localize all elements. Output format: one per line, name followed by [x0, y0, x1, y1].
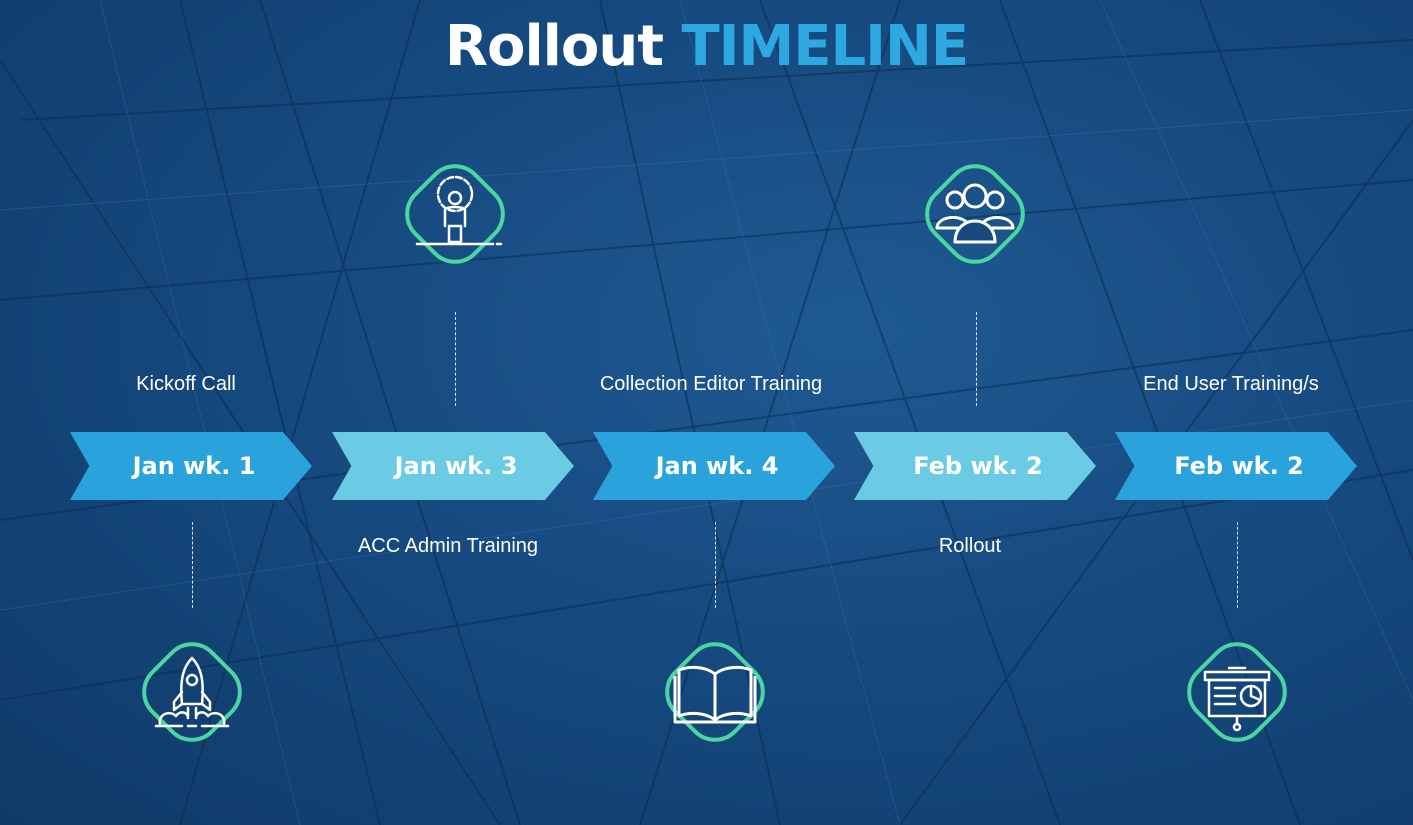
page-title: Rollout TIMELINE — [0, 14, 1413, 79]
gear-person-icon — [415, 175, 503, 246]
timeline-step-4: Feb wk. 2 — [854, 432, 1096, 500]
step-badge-5 — [1157, 612, 1317, 772]
title-accent: TIMELINE — [681, 14, 969, 79]
step-date: Feb wk. 2 — [913, 452, 1043, 480]
step-badge-4 — [895, 134, 1055, 294]
title-main: Rollout — [444, 14, 664, 79]
step-date: Jan wk. 1 — [132, 452, 256, 480]
presentation-icon — [1203, 666, 1271, 732]
book-icon — [673, 665, 757, 724]
group-icon — [935, 183, 1015, 244]
timeline-step-2: Jan wk. 3 — [332, 432, 574, 500]
connector-1 — [192, 522, 193, 608]
timeline-step-3: Jan wk. 4 — [593, 432, 835, 500]
step-date: Feb wk. 2 — [1174, 452, 1304, 480]
step-label-4: Rollout — [938, 535, 1002, 557]
step-badge-1 — [112, 612, 272, 772]
connector-5 — [1237, 522, 1238, 608]
connector-2 — [455, 312, 456, 406]
step-badge-2 — [375, 134, 535, 294]
step-date: Jan wk. 4 — [655, 452, 779, 480]
timeline-step-1: Jan wk. 1 — [70, 432, 312, 500]
step-label-3: Collection Editor Training — [599, 373, 823, 395]
connector-3 — [715, 522, 716, 608]
step-label-2: ACC Admin Training — [357, 535, 539, 557]
step-badge-3 — [635, 612, 795, 772]
step-date: Jan wk. 3 — [394, 452, 518, 480]
rocket-icon — [154, 656, 230, 728]
step-label-5: End User Training/s — [1143, 373, 1319, 395]
connector-4 — [976, 312, 977, 406]
timeline-step-5: Feb wk. 2 — [1115, 432, 1357, 500]
step-label-1: Kickoff Call — [136, 373, 236, 395]
